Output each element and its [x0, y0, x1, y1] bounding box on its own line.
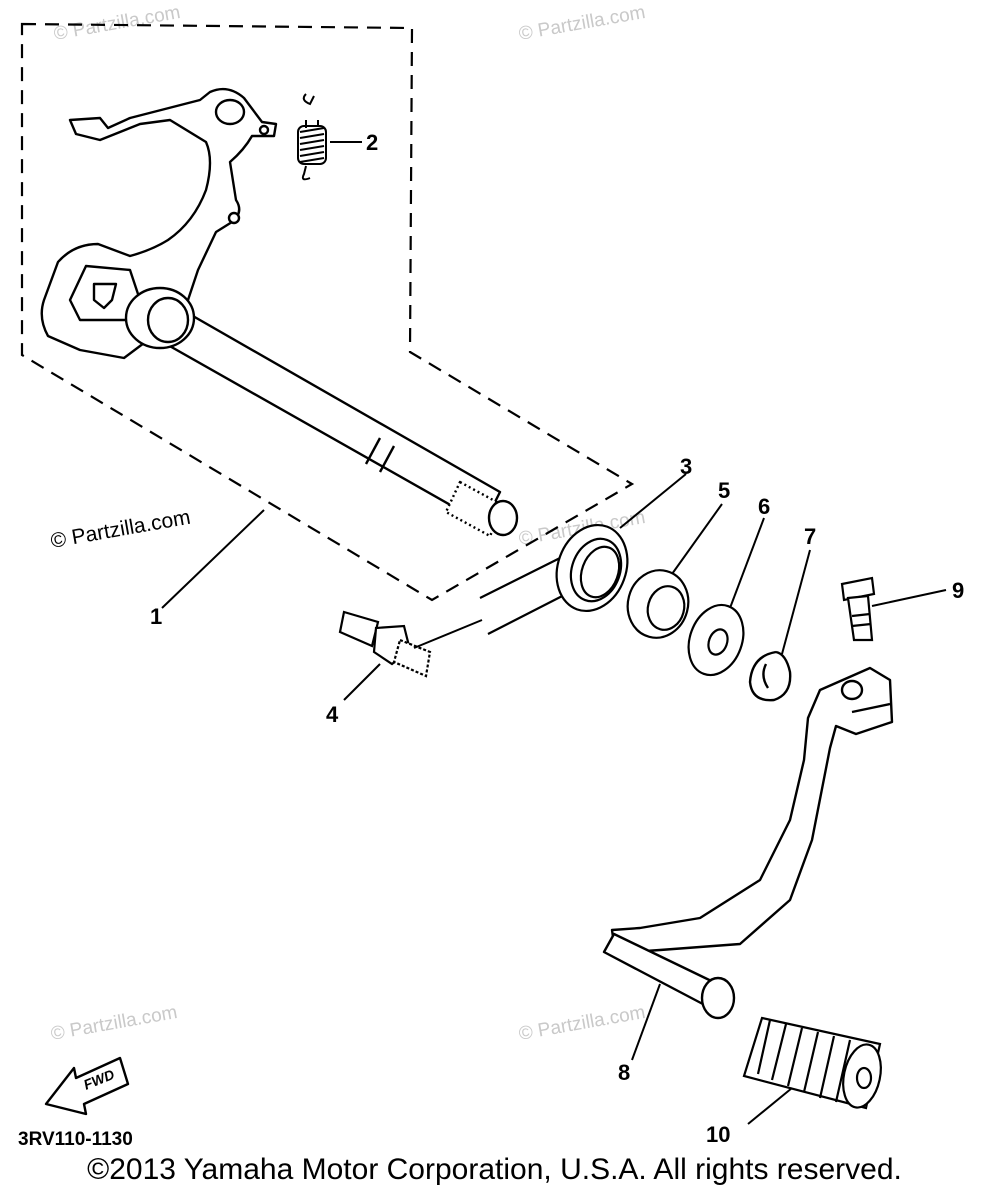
- lever-pivot-hole: [214, 98, 246, 126]
- circlip: [748, 650, 792, 702]
- shaft-groove: [378, 445, 396, 473]
- shift-shaft-assembly: [40, 87, 519, 538]
- leader-lines: [161, 141, 947, 1125]
- diagram-code: 3RV110-1130: [18, 1129, 133, 1150]
- lever-window-inner: [92, 282, 118, 310]
- copyright-notice: ©2013 Yamaha Motor Corporation, U.S.A. A…: [87, 1153, 902, 1186]
- shaft-end: [487, 499, 519, 537]
- callout-9: 9: [952, 578, 964, 603]
- callout-10: 10: [706, 1122, 730, 1147]
- callout-6: 6: [758, 494, 770, 519]
- callouts: 1 2 3 4 5 6 7 8 9 10: [150, 130, 964, 1147]
- watermark: © Partzilla.com: [517, 1002, 647, 1045]
- oil-seal: [626, 569, 690, 639]
- shaft: [150, 298, 502, 526]
- watermark: © Partzilla.com: [49, 506, 192, 553]
- lever-spring: [297, 93, 327, 181]
- washer: [687, 603, 745, 677]
- shift-pedal: [602, 666, 894, 1020]
- callout-5: 5: [718, 478, 730, 503]
- callout-4: 4: [326, 702, 339, 727]
- callout-7: 7: [804, 524, 816, 549]
- pedal-rubber: [742, 1016, 882, 1110]
- callout-3: 3: [680, 454, 692, 479]
- callout-1: 1: [150, 604, 162, 629]
- torsion-spring: [479, 523, 629, 635]
- watermark: © Partzilla.com: [49, 1002, 179, 1045]
- watermarks: © Partzilla.com © Partzilla.com © Partzi…: [49, 2, 647, 1045]
- callout-8: 8: [618, 1060, 630, 1085]
- assembly-outline: [20, 22, 635, 602]
- pinch-bolt: [840, 576, 876, 642]
- stud-bolt: [338, 610, 432, 678]
- fwd-arrow-icon: FWD: [44, 1056, 130, 1116]
- shaft-boss-face: [146, 296, 190, 344]
- watermark: © Partzilla.com: [517, 2, 647, 45]
- callout-2: 2: [366, 130, 378, 155]
- lever-pin-hole: [258, 124, 270, 136]
- lever-hole: [227, 211, 241, 225]
- shaft-groove: [364, 437, 382, 465]
